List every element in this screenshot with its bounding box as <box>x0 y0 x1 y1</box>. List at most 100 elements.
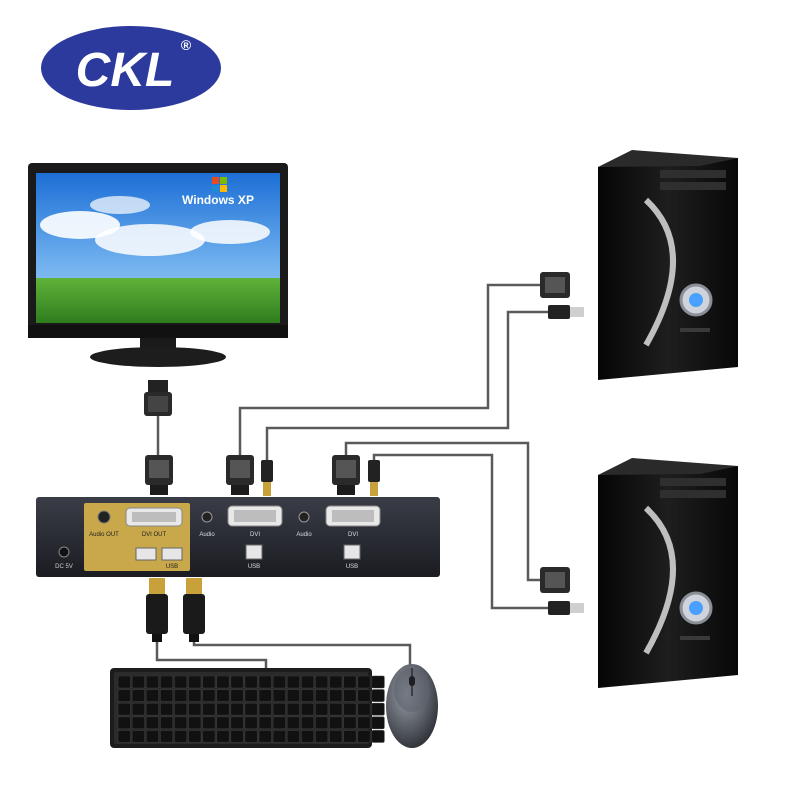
computer-tower-2 <box>598 458 738 688</box>
keyboard-key <box>272 689 286 702</box>
usb-plug-keyboard <box>146 578 168 642</box>
usb-plug-pc2 <box>368 460 380 496</box>
keyboard-key <box>329 689 343 702</box>
keyboard-key <box>315 716 329 730</box>
keyboard-key <box>160 702 174 716</box>
keyboard-key <box>315 730 329 743</box>
keyboard-key <box>145 675 159 689</box>
cables <box>155 283 548 668</box>
keyboard-key <box>216 716 230 730</box>
usb-1-port <box>245 544 263 560</box>
usb-console-port-2 <box>161 547 183 561</box>
keyboard-key <box>315 702 329 716</box>
dvi-out-label: DVI OUT <box>142 532 167 538</box>
keyboard-key <box>117 730 131 743</box>
keyboard-key <box>357 730 371 743</box>
keyboard-key <box>329 675 343 689</box>
keyboard-key <box>371 689 385 702</box>
dc-label: DC 5V <box>55 564 73 570</box>
keyboard-key <box>300 730 315 743</box>
usb-console-label: USB <box>166 564 178 570</box>
keyboard-key <box>371 716 385 730</box>
audio-2-label: Audio <box>296 532 312 538</box>
usb-plug-pc1 <box>261 460 273 496</box>
keyboard-key <box>244 702 258 716</box>
keyboard-key <box>343 689 357 702</box>
keyboard-key <box>244 716 258 730</box>
keyboard-key <box>202 716 216 730</box>
audio-1-port <box>201 511 213 523</box>
keyboard-key <box>244 730 258 743</box>
keyboard-key <box>300 689 315 702</box>
keyboard-key <box>343 716 357 730</box>
keyboard-key <box>202 675 216 689</box>
keyboard-key <box>160 730 174 743</box>
pc1-dvi-plug <box>540 272 570 298</box>
keyboard-key <box>131 675 145 689</box>
keyboard-key <box>117 702 131 716</box>
keyboard-key <box>357 716 371 730</box>
keyboard-key <box>244 689 258 702</box>
registered-mark: ® <box>181 37 192 53</box>
keyboard-key <box>286 689 301 702</box>
keyboard-key <box>286 730 301 743</box>
keyboard-key <box>174 730 188 743</box>
keyboard-key <box>230 730 244 743</box>
keyboard-key <box>202 689 216 702</box>
keyboard-key <box>272 716 286 730</box>
keyboard-key <box>188 716 202 730</box>
keyboard-key <box>371 702 385 716</box>
dvi-1-label: DVI <box>250 532 260 538</box>
keyboard-key <box>216 702 230 716</box>
keyboard-key <box>188 675 202 689</box>
keyboard-key <box>357 675 371 689</box>
keyboard-key <box>188 702 202 716</box>
keyboard-key <box>174 675 188 689</box>
usb-console-port-1 <box>135 547 157 561</box>
keyboard-key <box>329 716 343 730</box>
audio-out-port <box>97 510 111 524</box>
dvi-2-label: DVI <box>348 532 358 538</box>
keyboard-key <box>258 716 272 730</box>
usb-1-label: USB <box>248 564 260 570</box>
keyboard-key <box>230 716 244 730</box>
cable-pc1-usb <box>265 310 548 460</box>
usb-plug-mouse <box>183 578 205 642</box>
keyboard-key <box>230 702 244 716</box>
dvi-plug-pc2 <box>332 455 360 495</box>
ckl-logo: CKL ® <box>41 26 221 110</box>
computer-tower-1 <box>598 150 738 380</box>
cable-pc2-video <box>344 441 540 582</box>
keyboard-keys <box>117 675 385 743</box>
os-label: Windows XP <box>182 193 254 207</box>
keyboard-key <box>188 730 202 743</box>
keyboard-key <box>272 702 286 716</box>
keyboard-key <box>216 689 230 702</box>
keyboard-key <box>131 730 145 743</box>
keyboard-key <box>258 730 272 743</box>
keyboard-key <box>216 675 230 689</box>
cable-pc1-video <box>238 283 540 455</box>
keyboard-key <box>286 675 301 689</box>
keyboard-key <box>174 702 188 716</box>
keyboard-key <box>371 675 385 689</box>
keyboard-key <box>357 702 371 716</box>
keyboard-key <box>300 716 315 730</box>
keyboard-key <box>160 716 174 730</box>
keyboard-key <box>202 702 216 716</box>
keyboard-key <box>315 689 329 702</box>
mouse <box>386 664 438 748</box>
keyboard-key <box>272 675 286 689</box>
dc-port <box>58 546 70 558</box>
keyboard-key <box>258 702 272 716</box>
keyboard-key <box>343 730 357 743</box>
keyboard-key <box>258 675 272 689</box>
audio-1-label: Audio <box>199 532 215 538</box>
cable-pc2-usb <box>372 453 548 610</box>
keyboard-key <box>300 702 315 716</box>
dvi-plug-pc1 <box>226 455 254 495</box>
pc1-usb-plug <box>548 305 584 319</box>
keyboard-key <box>230 675 244 689</box>
keyboard <box>110 668 385 748</box>
keyboard-key <box>117 716 131 730</box>
